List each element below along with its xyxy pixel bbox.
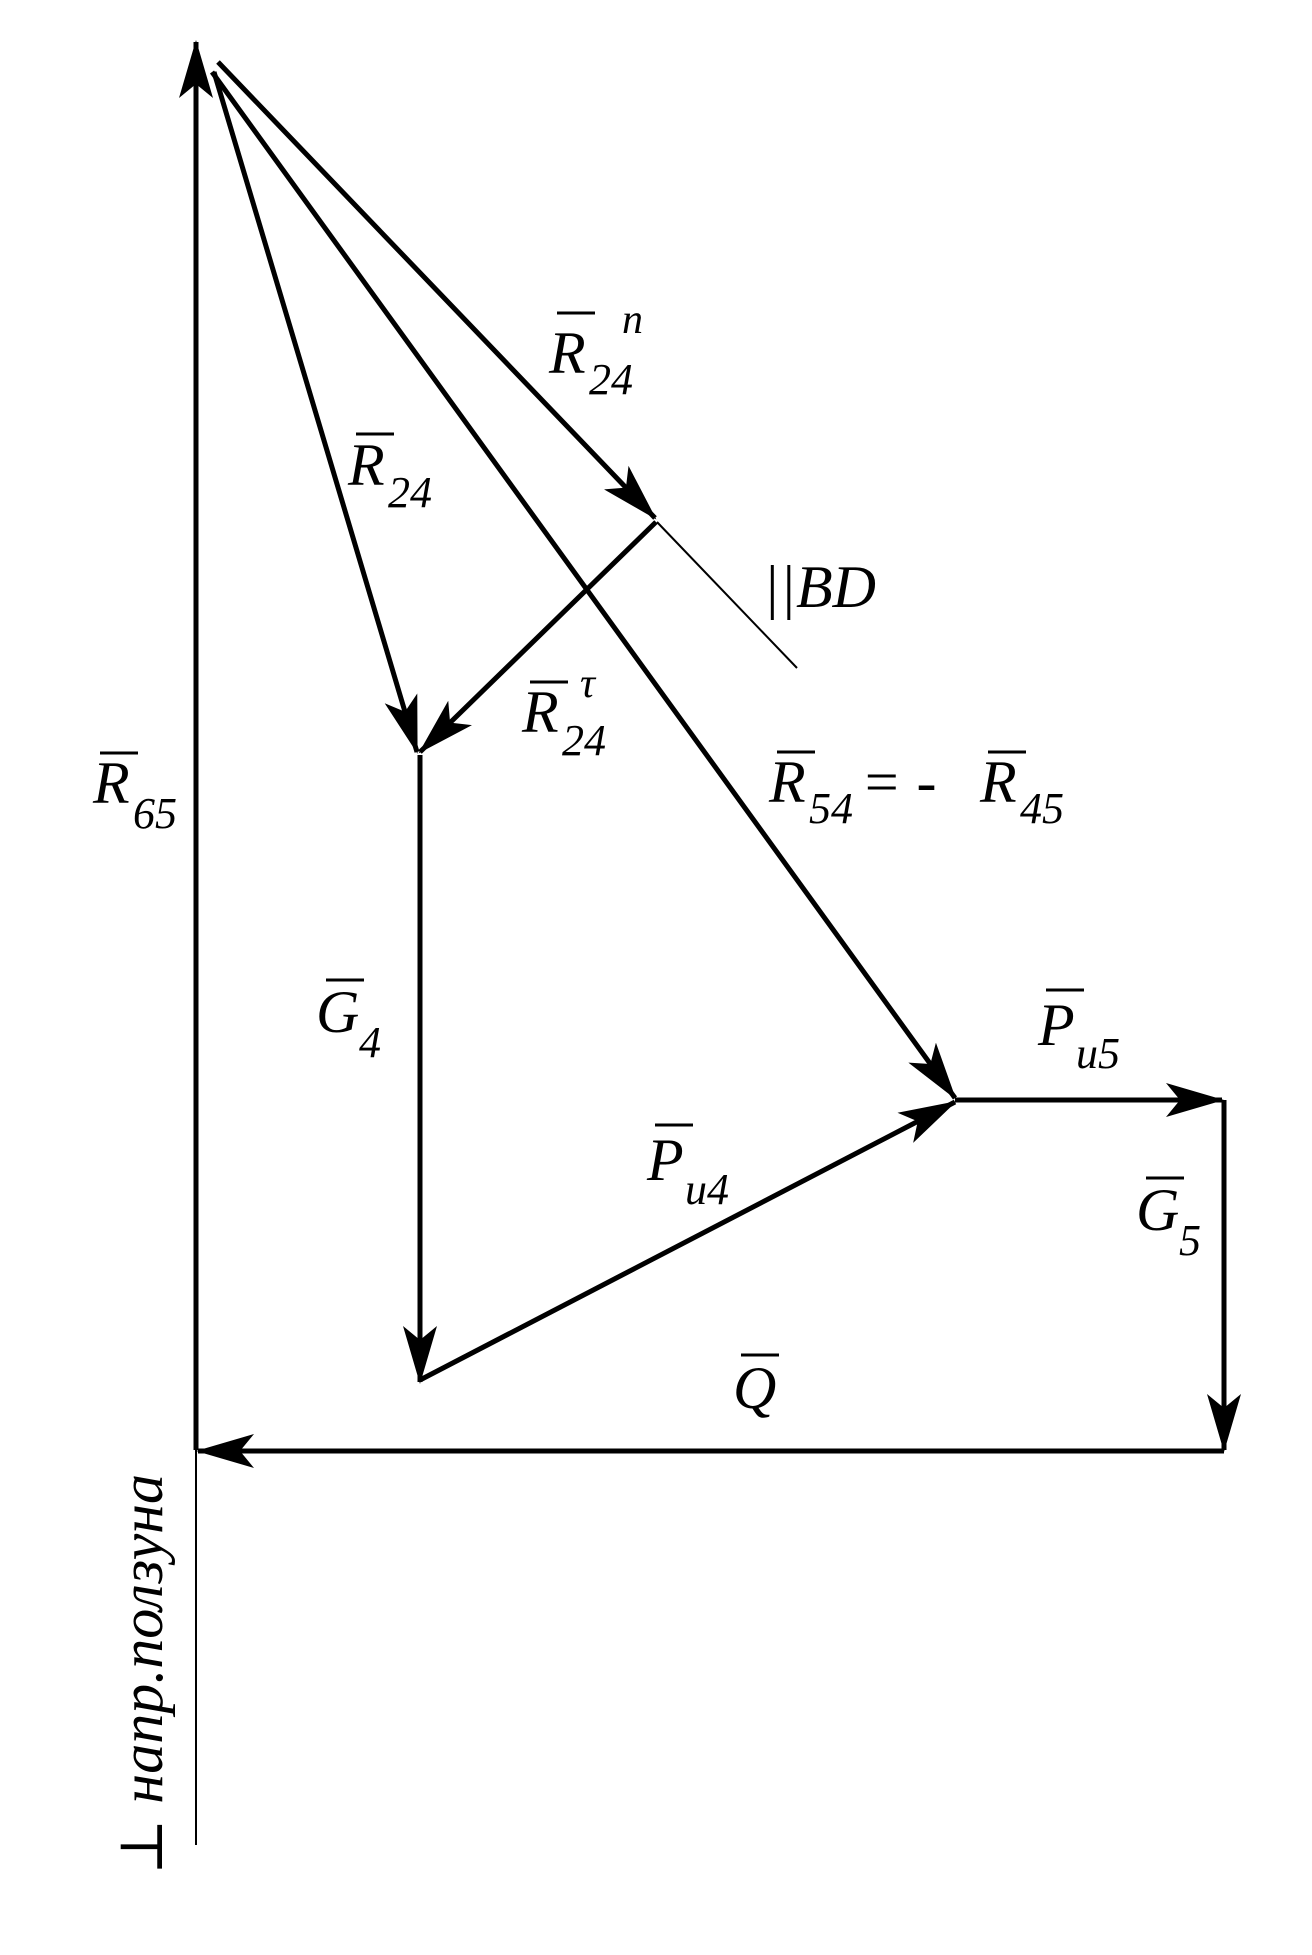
svg-text:R: R xyxy=(979,749,1017,815)
vector-R24 xyxy=(211,71,420,754)
vector-R54 xyxy=(209,70,958,1100)
vector-R24t xyxy=(418,520,658,754)
svg-text:4: 4 xyxy=(359,1018,381,1067)
svg-text:= -: = - xyxy=(861,749,951,815)
label-parallel-BD: ||BD xyxy=(763,554,876,620)
svg-text:R: R xyxy=(347,432,385,498)
label-R24n: R 24 n xyxy=(548,297,643,404)
label-G5: G 5 xyxy=(1136,1176,1201,1265)
svg-text:54: 54 xyxy=(809,784,853,833)
svg-text:τ: τ xyxy=(580,661,597,707)
svg-text:R: R xyxy=(768,749,806,815)
label-Pu5: P u5 xyxy=(1037,988,1120,1078)
label-Q: Q xyxy=(733,1353,779,1421)
svg-text:n: n xyxy=(622,297,643,343)
svg-text:65: 65 xyxy=(133,789,177,838)
parallel-BD-line xyxy=(656,521,798,669)
svg-text:24: 24 xyxy=(388,468,432,517)
vector-R24n xyxy=(216,60,657,520)
svg-text:G: G xyxy=(316,979,359,1045)
svg-text:u5: u5 xyxy=(1076,1029,1120,1078)
label-R24: R 24 xyxy=(347,432,432,517)
svg-text:u4: u4 xyxy=(685,1165,729,1214)
svg-text:P: P xyxy=(1037,992,1075,1058)
svg-text:24: 24 xyxy=(562,716,606,765)
label-R54-equals-minus-R45: R 54 = - R 45 xyxy=(768,749,1064,833)
svg-text:R: R xyxy=(521,679,559,745)
svg-text:5: 5 xyxy=(1179,1216,1201,1265)
svg-text:24: 24 xyxy=(589,355,633,404)
label-R24t: R 24 τ xyxy=(521,661,606,765)
svg-text:R: R xyxy=(92,750,130,816)
vector-Pu4 xyxy=(418,1099,957,1383)
svg-text:45: 45 xyxy=(1020,784,1064,833)
label-R65: R 65 xyxy=(92,750,177,838)
svg-text:G: G xyxy=(1136,1177,1179,1243)
svg-text:Q: Q xyxy=(733,1355,776,1421)
label-Pu4: P u4 xyxy=(646,1123,729,1214)
svg-text:R: R xyxy=(548,320,586,386)
label-G4: G 4 xyxy=(316,978,381,1067)
label-perpendicular-slider-direction: ⊥ напр.ползуна xyxy=(109,1474,175,1875)
svg-text:P: P xyxy=(646,1127,684,1193)
